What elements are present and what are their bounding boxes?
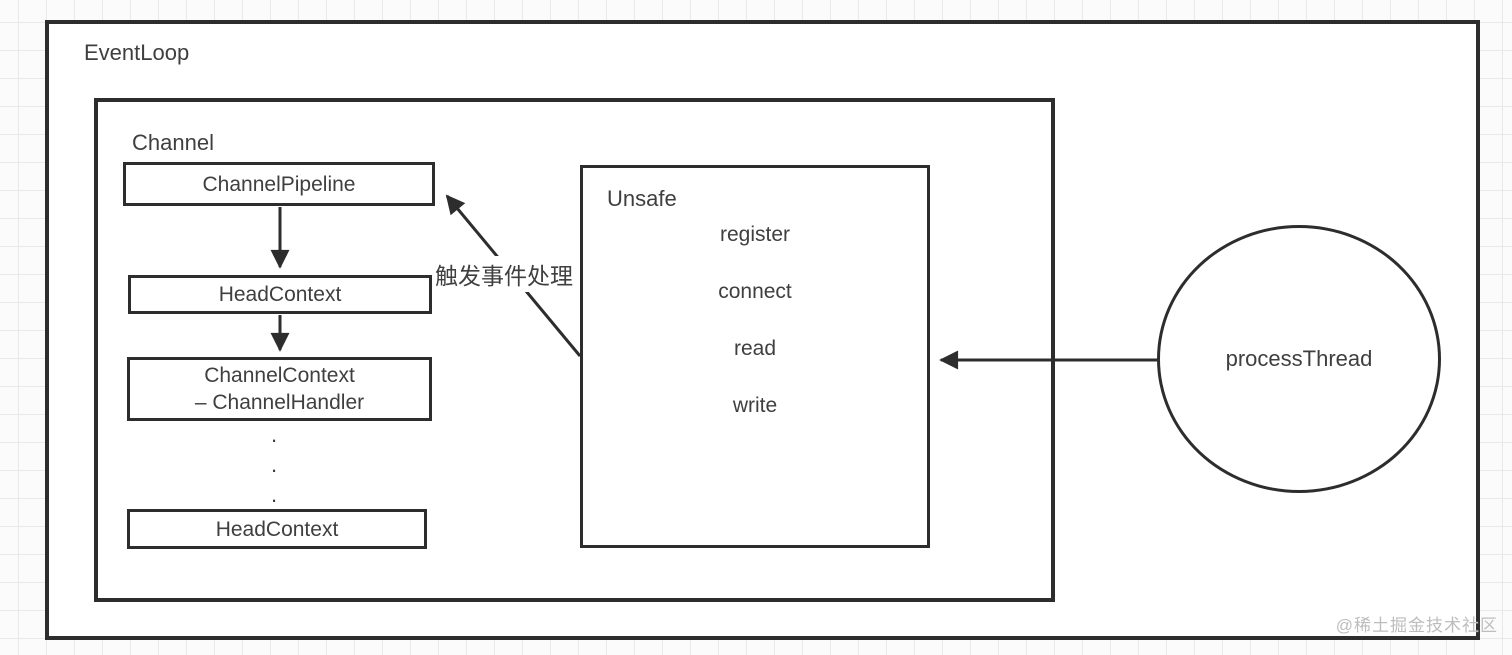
ellipsis-dot: . <box>270 482 278 507</box>
channel-box: Channel ChannelPipeline HeadContext Chan… <box>94 98 1055 602</box>
watermark: @稀土掘金技术社区 <box>1335 616 1498 635</box>
unsafe-method-write: write <box>732 394 778 417</box>
unsafe-method-register: register <box>719 223 791 246</box>
channel-context-box: ChannelContext – ChannelHandler <box>127 357 432 421</box>
eventloop-box: EventLoop Channel ChannelPipeline HeadCo… <box>45 20 1480 640</box>
head-context-bottom-label: HeadContext <box>215 517 339 541</box>
channel-context-label-line1: ChannelContext <box>204 364 355 387</box>
process-thread-circle: processThread <box>1157 225 1441 493</box>
channel-pipeline-box: ChannelPipeline <box>123 162 435 206</box>
head-context-top-box: HeadContext <box>128 275 432 314</box>
eventloop-label: EventLoop <box>84 40 190 65</box>
ellipsis-dot: . <box>270 452 278 477</box>
head-context-bottom-box: HeadContext <box>127 509 427 549</box>
ellipsis-dots: . . . <box>264 420 284 510</box>
ellipsis-dot: . <box>270 422 278 447</box>
process-thread-label: processThread <box>1225 346 1373 371</box>
unsafe-method-connect: connect <box>718 280 792 303</box>
unsafe-method-read: read <box>733 337 777 360</box>
channel-pipeline-label: ChannelPipeline <box>202 172 356 196</box>
head-context-top-label: HeadContext <box>218 283 342 306</box>
unsafe-box: Unsafe register connect read write <box>580 165 930 548</box>
unsafe-label: Unsafe <box>607 186 677 211</box>
channel-context-label-line2: – ChannelHandler <box>194 391 365 414</box>
trigger-event-edge-label: 触发事件处理 <box>433 256 575 292</box>
channel-label: Channel <box>132 130 214 155</box>
